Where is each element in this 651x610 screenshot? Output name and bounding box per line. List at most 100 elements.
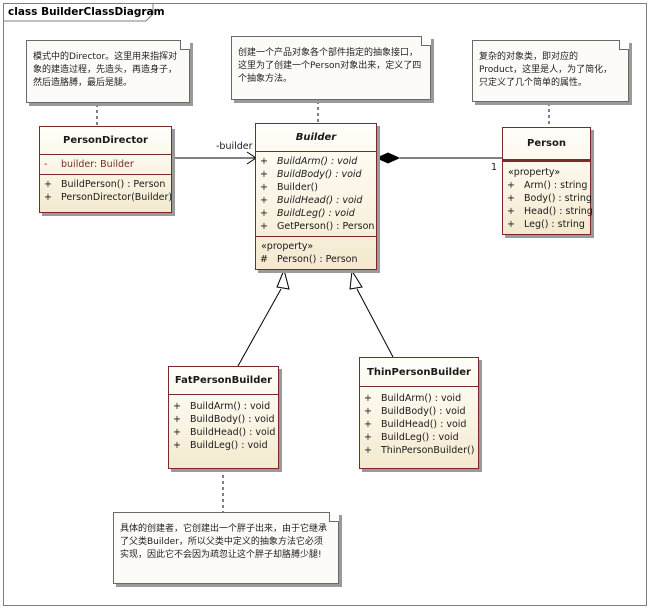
operation-row: + BuildBody() : void bbox=[364, 405, 478, 418]
visibility-marker: + bbox=[364, 393, 372, 404]
operation-text: PersonDirector(Builder) bbox=[61, 192, 173, 203]
property-row: + Leg() : string bbox=[507, 218, 590, 231]
operation-text: BuildBody() : void bbox=[381, 406, 466, 417]
operations-compartment: + BuildArm() : void + BuildBody() : void… bbox=[360, 387, 478, 460]
property-text: Body() : string bbox=[524, 193, 592, 204]
note-director[interactable]: 模式中的Director。这里用来指挥对象的建造过程，先造头，再造身子，然后造胳… bbox=[26, 40, 190, 103]
attributes-compartment: - builder: Builder bbox=[40, 155, 171, 175]
class-person[interactable]: Person «property» + Arm() : string + Bod… bbox=[502, 127, 593, 235]
note-text: 具体的创建者，它创建出一个胖子出来，由于它继承了父类Builder，所以父类中定… bbox=[120, 524, 328, 560]
visibility-marker: + bbox=[260, 182, 268, 193]
visibility-marker: + bbox=[364, 432, 372, 443]
class-fat-person-builder[interactable]: FatPersonBuilder + BuildArm() : void + B… bbox=[168, 366, 279, 469]
operation-text: BuildHead() : void bbox=[190, 427, 276, 438]
visibility-marker: + bbox=[260, 156, 268, 167]
visibility-marker: + bbox=[44, 192, 52, 203]
generalization-fat bbox=[237, 268, 290, 367]
composition-person bbox=[375, 152, 502, 164]
operation-row: + BuildLeg() : void bbox=[260, 207, 376, 220]
visibility-marker: + bbox=[364, 406, 372, 417]
operation-row: + BuildHead() : void bbox=[260, 194, 376, 207]
operation-row: + BuildArm() : void bbox=[260, 155, 376, 168]
property-text: Head() : string bbox=[524, 206, 593, 217]
property-row: + Body() : string bbox=[507, 192, 592, 205]
class-person-director[interactable]: PersonDirector - builder: Builder + Buil… bbox=[39, 126, 172, 213]
visibility-marker: + bbox=[364, 445, 372, 456]
class-name: PersonDirector bbox=[40, 127, 171, 155]
note-text: 模式中的Director。这里用来指挥对象的建造过程，先造头，再造身子，然后造胳… bbox=[33, 52, 178, 88]
class-name: Person bbox=[503, 128, 590, 160]
stereotype-label: «property» bbox=[261, 241, 314, 252]
operation-row: + BuildLeg() : void bbox=[173, 439, 278, 452]
note-fold-icon bbox=[329, 512, 339, 522]
class-builder[interactable]: Builder + BuildArm() : void + BuildBody(… bbox=[255, 123, 377, 270]
class-thin-person-builder[interactable]: ThinPersonBuilder + BuildArm() : void + … bbox=[359, 357, 479, 469]
association-multiplicity-label: 1 bbox=[491, 162, 498, 173]
operation-row: + BuildArm() : void bbox=[364, 392, 478, 405]
visibility-marker: + bbox=[260, 221, 268, 232]
note-fat-builder[interactable]: 具体的创建者，它创建出一个胖子出来，由于它继承了父类Builder，所以父类中定… bbox=[113, 512, 339, 584]
property-text: Leg() : string bbox=[524, 219, 585, 230]
operation-text: BuildArm() : void bbox=[277, 156, 358, 167]
operation-text: BuildPerson() : Person bbox=[61, 179, 166, 190]
operation-row: + PersonDirector(Builder) bbox=[44, 191, 173, 204]
note-text: 创建一个产品对象各个部件指定的抽象接口，这里为了创建一个Person对象出来，定… bbox=[238, 48, 422, 84]
attribute-row: - builder: Builder bbox=[44, 158, 171, 171]
generalization-thin bbox=[349, 269, 394, 358]
note-fold-icon bbox=[180, 40, 190, 50]
operations-compartment: + BuildArm() : void + BuildBody() : void… bbox=[169, 395, 278, 455]
operation-text: BuildLeg() : void bbox=[190, 440, 268, 451]
properties-compartment: «property» + Arm() : string + Body() : s… bbox=[503, 160, 593, 234]
class-name: FatPersonBuilder bbox=[169, 367, 278, 395]
visibility-marker: + bbox=[507, 193, 515, 204]
property-text: Person() : Person bbox=[277, 254, 358, 265]
operation-text: BuildHead() : void bbox=[277, 195, 363, 206]
visibility-marker: + bbox=[173, 414, 181, 425]
operation-text: GetPerson() : Person bbox=[277, 221, 375, 232]
operation-row: + BuildPerson() : Person bbox=[44, 178, 171, 191]
visibility-marker: + bbox=[173, 440, 181, 451]
operation-row: + GetPerson() : Person bbox=[260, 220, 376, 233]
visibility-marker: + bbox=[173, 401, 181, 412]
operation-text: BuildBody() : void bbox=[190, 414, 275, 425]
properties-compartment: «property» # Person() : Person bbox=[256, 237, 376, 269]
visibility-marker: + bbox=[260, 169, 268, 180]
visibility-marker: + bbox=[44, 179, 52, 190]
class-name: ThinPersonBuilder bbox=[360, 358, 478, 387]
operation-text: BuildArm() : void bbox=[190, 401, 271, 412]
association-builder bbox=[171, 151, 257, 165]
operation-text: ThinPersonBuilder() bbox=[381, 445, 475, 456]
operation-text: BuildHead() : void bbox=[381, 419, 467, 430]
visibility-marker: - bbox=[44, 159, 48, 170]
class-name: Builder bbox=[256, 124, 376, 152]
operation-row: + BuildBody() : void bbox=[173, 413, 278, 426]
property-row: + Arm() : string bbox=[507, 179, 590, 192]
note-person[interactable]: 复杂的对象类，即对应的Product，这里是人，为了简化，只定义了几个简单的属性… bbox=[472, 40, 629, 102]
operations-compartment: + BuildPerson() : Person + PersonDirecto… bbox=[40, 175, 173, 207]
operation-text: BuildArm() : void bbox=[381, 393, 462, 404]
operation-row: + Builder() bbox=[260, 181, 376, 194]
operation-row: + BuildArm() : void bbox=[173, 400, 278, 413]
note-builder[interactable]: 创建一个产品对象各个部件指定的抽象接口，这里为了创建一个Person对象出来，定… bbox=[231, 36, 431, 100]
note-fold-icon bbox=[421, 36, 431, 46]
visibility-marker: + bbox=[260, 208, 268, 219]
visibility-marker: + bbox=[364, 419, 372, 430]
stereotype-label: «property» bbox=[508, 167, 561, 178]
operation-row: + BuildHead() : void bbox=[364, 418, 478, 431]
note-text: 复杂的对象类，即对应的Product，这里是人，为了简化，只定义了几个简单的属性… bbox=[479, 52, 613, 88]
operations-compartment: + BuildArm() : void + BuildBody() : void… bbox=[256, 152, 376, 237]
visibility-marker: + bbox=[173, 427, 181, 438]
operation-row: + BuildBody() : void bbox=[260, 168, 376, 181]
diagram-title: class BuilderClassDiagram bbox=[8, 6, 165, 18]
visibility-marker: + bbox=[507, 219, 515, 230]
visibility-marker: + bbox=[507, 180, 515, 191]
operation-text: BuildLeg() : void bbox=[277, 208, 355, 219]
operation-row: + ThinPersonBuilder() bbox=[364, 444, 478, 457]
property-text: Arm() : string bbox=[524, 180, 588, 191]
diagram-frame bbox=[3, 3, 647, 606]
attribute-text: builder: Builder bbox=[61, 159, 134, 170]
operation-text: Builder() bbox=[277, 182, 319, 193]
frame-title-tab bbox=[3, 3, 154, 22]
